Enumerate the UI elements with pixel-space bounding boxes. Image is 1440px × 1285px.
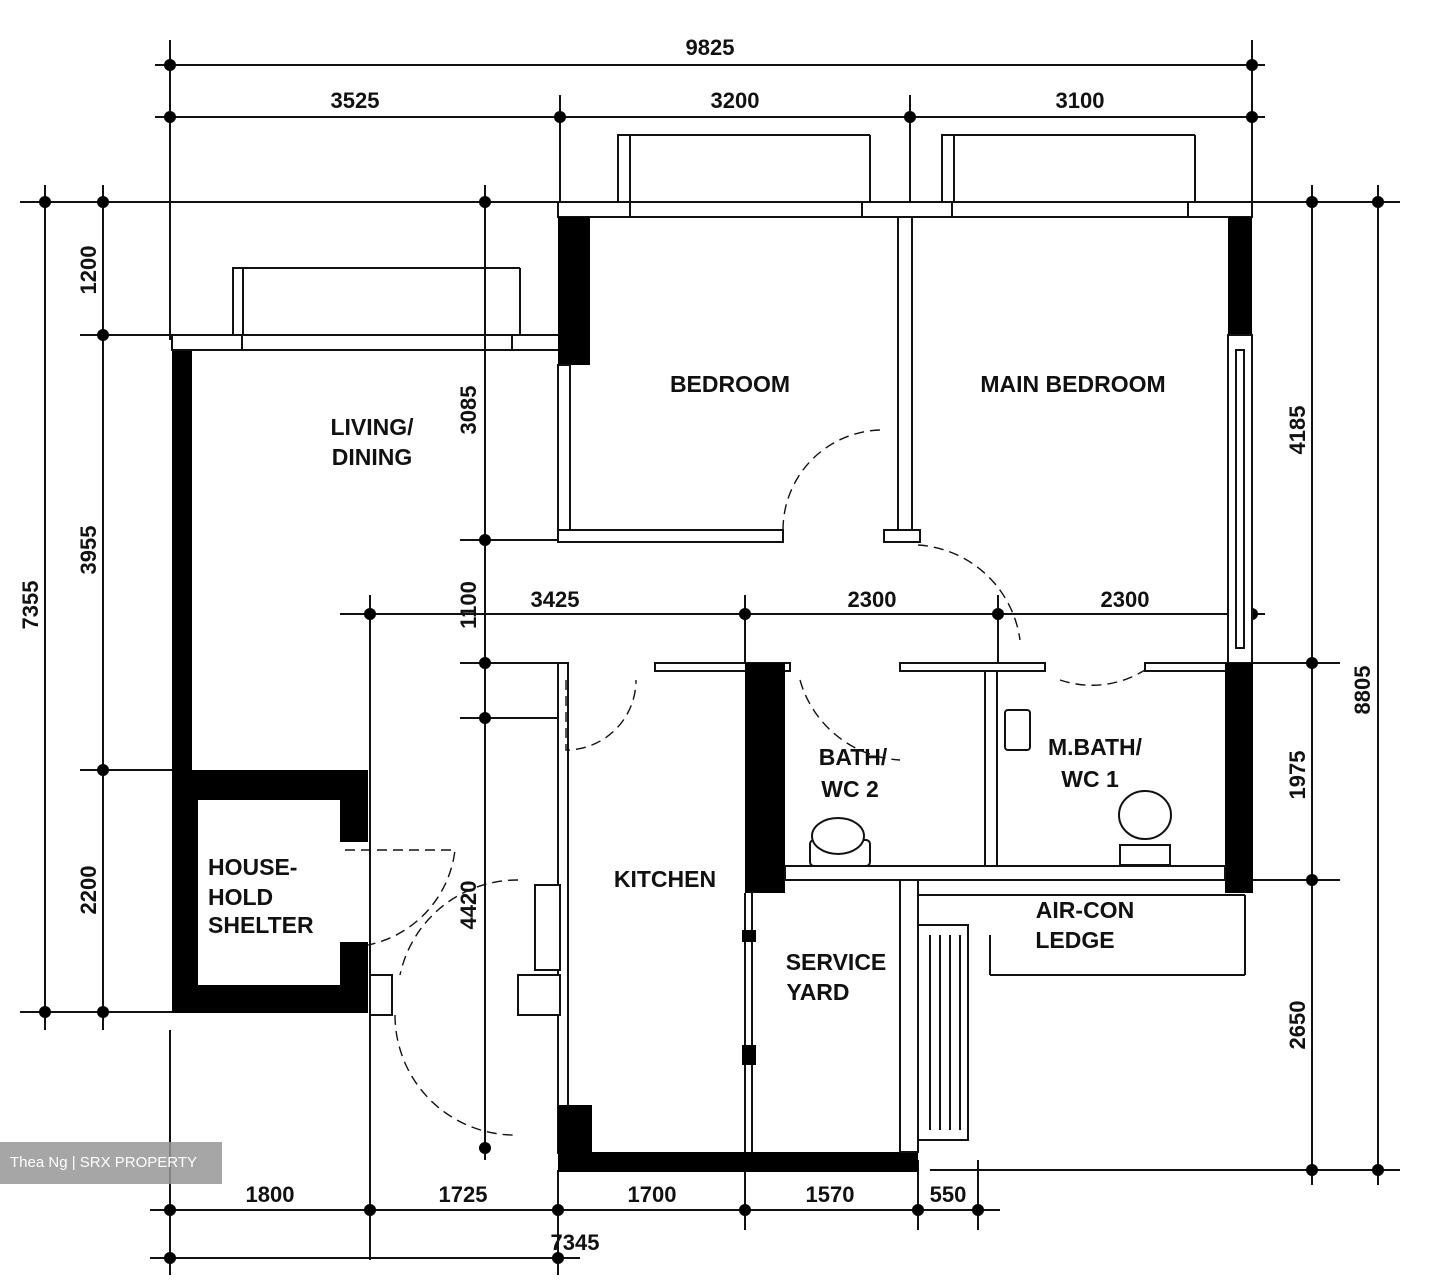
label-shelter-2: HOLD [208, 884, 273, 910]
dim-top-total: 9825 [686, 35, 735, 60]
room-labels: BEDROOM MAIN BEDROOM LIVING/ DINING HOUS… [208, 371, 1166, 1005]
dim-inner-corridor: 1100 [456, 581, 481, 629]
walls [171, 134, 1253, 1172]
dim-right-mid: 1975 [1285, 751, 1310, 800]
label-living-1: LIVING/ [330, 414, 414, 440]
label-master-bath-2: WC 1 [1061, 766, 1119, 792]
dim-corridor-a: 3425 [531, 587, 580, 612]
dim-bottom-total: 7345 [551, 1230, 600, 1255]
label-main-bedroom: MAIN BEDROOM [980, 371, 1165, 397]
sanitary-fixtures [809, 709, 1172, 867]
doors [345, 429, 1146, 1136]
dim-corridor-b: 2300 [848, 587, 897, 612]
label-service-2: YARD [786, 979, 849, 1005]
dim-corridor-c: 2300 [1101, 587, 1150, 612]
dimension-labels: 9825 3525 3200 3100 7355 1200 3955 2200 … [18, 35, 1375, 1255]
dim-bottom-e: 550 [930, 1182, 967, 1207]
dim-bottom-b: 1725 [439, 1182, 488, 1207]
label-service-1: SERVICE [786, 949, 887, 975]
dim-inner-kitchen: 4420 [456, 881, 481, 930]
label-shelter-3: SHELTER [208, 912, 314, 938]
dim-bottom-d: 1570 [806, 1182, 855, 1207]
label-aircon-1: AIR-CON [1036, 897, 1134, 923]
dim-left-bottom: 2200 [76, 866, 101, 915]
dim-left-mid: 3955 [76, 526, 101, 575]
label-kitchen: KITCHEN [614, 866, 716, 892]
label-bath-1: BATH/ [819, 744, 888, 770]
label-master-bath-1: M.BATH/ [1048, 734, 1143, 760]
dim-left-total: 7355 [18, 581, 43, 630]
label-shelter-1: HOUSE- [208, 854, 297, 880]
label-bedroom: BEDROOM [670, 371, 790, 397]
dim-right-bottom: 2650 [1285, 1001, 1310, 1050]
dim-bottom-c: 1700 [628, 1182, 677, 1207]
dimension-dots [39, 59, 1384, 1264]
label-bath-2: WC 2 [821, 776, 879, 802]
dim-right-top: 4185 [1285, 406, 1310, 455]
watermark-label: Thea Ng | SRX PROPERTY [0, 1142, 222, 1184]
dimension-lines [20, 40, 1400, 1275]
dim-bottom-a: 1800 [246, 1182, 295, 1207]
dim-right-total: 8805 [1350, 666, 1375, 715]
label-aircon-2: LEDGE [1035, 927, 1114, 953]
dim-left-top: 1200 [76, 246, 101, 295]
dim-top-left: 3525 [331, 88, 380, 113]
dim-top-right: 3100 [1056, 88, 1105, 113]
dim-inner-living: 3085 [456, 386, 481, 435]
label-living-2: DINING [332, 444, 413, 470]
dim-top-mid: 3200 [711, 88, 760, 113]
